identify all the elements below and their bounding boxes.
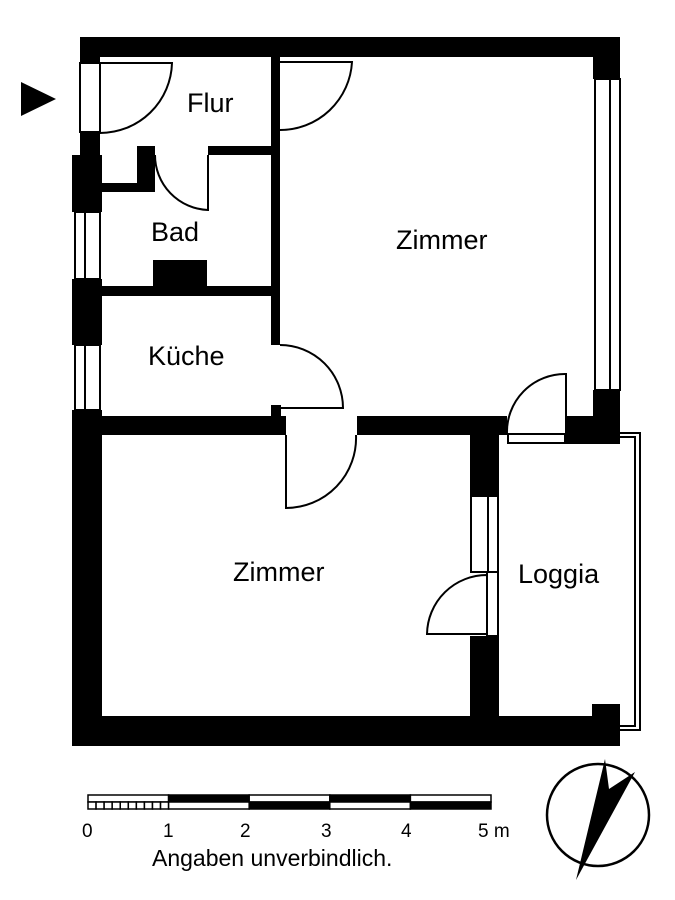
scale-segment-bottom bbox=[409, 801, 492, 810]
scale-segment-top bbox=[167, 794, 250, 803]
scale-segment-top bbox=[87, 794, 170, 803]
scale-subdivision bbox=[119, 801, 130, 810]
scale-segment-bottom bbox=[329, 801, 412, 810]
scale-segment-top bbox=[248, 794, 331, 803]
scale-subdivision bbox=[87, 801, 97, 810]
loggia-door-bottom bbox=[425, 573, 488, 635]
entrance-arrow-icon bbox=[21, 82, 56, 116]
scale-subdivision bbox=[111, 801, 121, 810]
kueche-door bbox=[279, 344, 345, 409]
scale-subdivision bbox=[143, 801, 154, 810]
room-label-loggia: Loggia bbox=[518, 559, 600, 589]
bad-door bbox=[154, 154, 209, 212]
disclaimer: Angaben unverbindlich. bbox=[152, 845, 392, 871]
compass bbox=[545, 759, 651, 880]
room-label-flur: Flur bbox=[187, 88, 234, 118]
scale-bar bbox=[87, 794, 492, 810]
north-arrow-icon bbox=[576, 759, 635, 880]
loggia-door-top bbox=[505, 372, 567, 435]
scale-tick-5: 5 m bbox=[478, 821, 510, 842]
scale-tick-2: 2 bbox=[240, 821, 251, 842]
walls bbox=[72, 37, 620, 746]
compass-circle bbox=[545, 762, 651, 868]
zimmer-door-top bbox=[279, 61, 354, 132]
scale-tick-0: 0 bbox=[82, 821, 93, 842]
windows bbox=[74, 62, 641, 731]
zimmer-door-bottom bbox=[285, 434, 358, 510]
scale-subdivision bbox=[127, 801, 138, 810]
scale-segment-bottom bbox=[248, 801, 331, 810]
scale-tick-4: 4 bbox=[401, 821, 412, 842]
scale-segment-top bbox=[409, 794, 492, 803]
scale-subdivision bbox=[103, 801, 113, 810]
doors bbox=[99, 61, 567, 635]
scale-subdivision bbox=[95, 801, 105, 810]
scale-subdivision bbox=[159, 801, 170, 810]
room-label-kueche: Küche bbox=[148, 341, 225, 371]
room-label-zimmer-top: Zimmer bbox=[396, 225, 487, 255]
scale-subdivision bbox=[135, 801, 146, 810]
scale-tick-1: 1 bbox=[163, 821, 174, 842]
scale-tick-3: 3 bbox=[321, 821, 332, 842]
scale-segment-bottom bbox=[167, 801, 250, 810]
room-label-zimmer-bottom: Zimmer bbox=[233, 557, 324, 587]
scale-segment-top bbox=[329, 794, 412, 803]
room-label-bad: Bad bbox=[151, 217, 199, 247]
entrance-door bbox=[99, 62, 174, 134]
scale-subdivision bbox=[151, 801, 162, 810]
